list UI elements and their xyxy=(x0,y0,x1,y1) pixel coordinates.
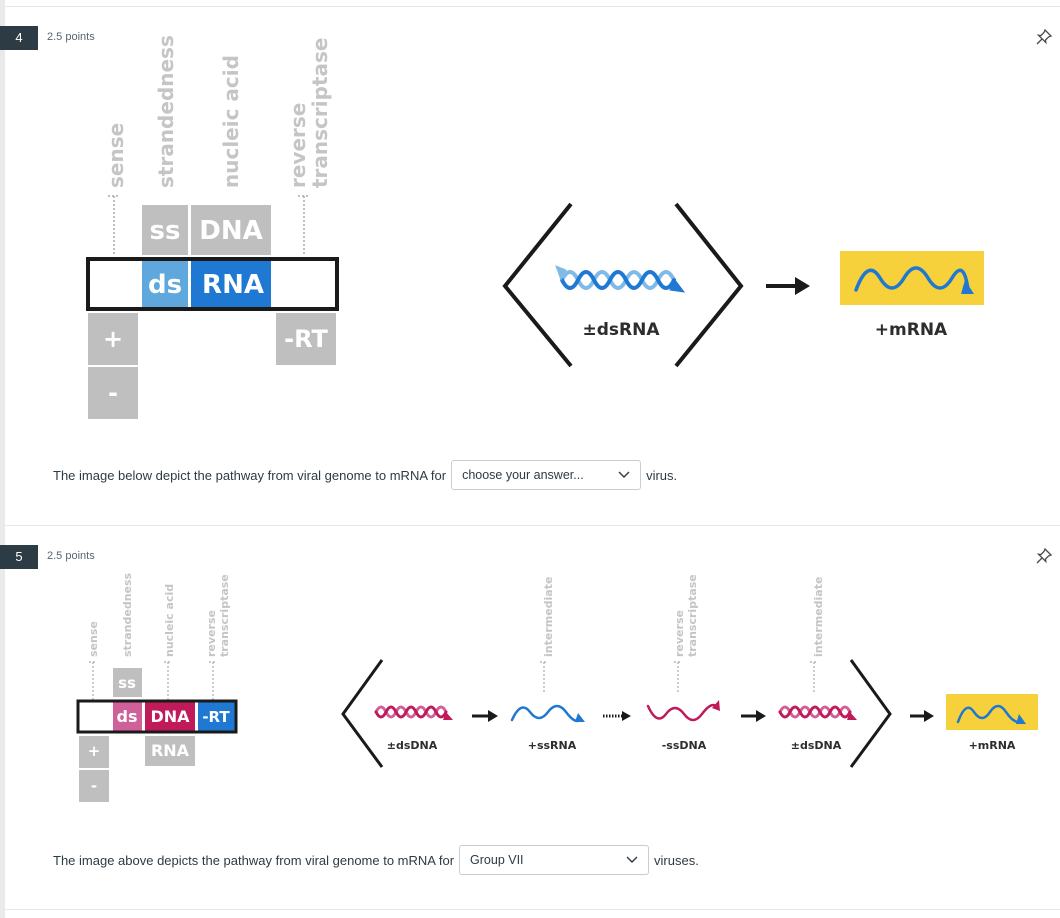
question-4-figure: sense strandedness nucleic acid reverse … xyxy=(86,35,984,419)
ssrna-wave-icon xyxy=(510,704,585,723)
question-separator xyxy=(5,525,1060,526)
label-nucleic-acid: nucleic acid xyxy=(219,55,243,188)
answer-select[interactable]: Group VII xyxy=(459,845,650,875)
pin-icon[interactable] xyxy=(1035,28,1053,46)
pathway-label-1: +ssRNA xyxy=(528,739,577,752)
label-intermediate-1: intermediate xyxy=(542,577,555,657)
bracket-right xyxy=(849,659,892,768)
question-5-figure: sense strandedness nucleic acid reverse … xyxy=(76,572,1038,802)
label-reverse: reverse xyxy=(286,103,310,188)
cell-dna: DNA xyxy=(199,216,262,246)
cell-minus: - xyxy=(108,379,118,407)
cell-plus: + xyxy=(103,325,123,353)
question-5-sentence: The image above depicts the pathway from… xyxy=(53,845,699,875)
pathway-label-2: -ssDNA xyxy=(662,739,707,752)
points-label: 2.5 points xyxy=(47,31,95,43)
dsdna-helix-icon xyxy=(374,705,453,720)
left-rule xyxy=(0,0,5,918)
cell-rt: -RT xyxy=(284,325,328,353)
bracket-left xyxy=(502,202,573,368)
question-number-badge: 4 xyxy=(0,26,38,50)
arrow-right-icon xyxy=(472,710,498,722)
select-value: Group VII xyxy=(470,853,524,867)
label-strandedness: strandedness xyxy=(154,35,178,188)
question-number-badge: 5 xyxy=(0,545,38,569)
cell-ds: ds xyxy=(117,707,138,726)
label-transcriptase: transcriptase xyxy=(308,38,332,188)
label-intermediate-2: intermediate xyxy=(812,577,825,657)
ssdna-wave-icon xyxy=(646,700,720,722)
sentence-before: The image below depict the pathway from … xyxy=(53,467,447,483)
bracket-right xyxy=(674,202,744,368)
cell-ss: ss xyxy=(150,216,181,246)
label-sense: sense xyxy=(87,621,100,657)
dsrna-helix-icon xyxy=(555,265,686,293)
chevron-down-icon xyxy=(626,856,638,863)
arrow-right-icon-3 xyxy=(910,710,934,722)
label-sense: sense xyxy=(104,123,128,188)
arrow-right-icon xyxy=(766,277,810,295)
label-nucleic-acid: nucleic acid xyxy=(163,584,176,657)
bottom-separator xyxy=(5,909,1060,910)
cell-rna: RNA xyxy=(202,270,264,300)
label-strandedness: strandedness xyxy=(121,572,134,657)
pathway-label-0: ±dsDNA xyxy=(387,739,438,752)
arrow-right-icon-2 xyxy=(741,710,766,722)
sentence-after: virus. xyxy=(646,467,678,483)
label-reverse: reverse xyxy=(205,610,218,657)
mrna-wave-icon xyxy=(854,266,974,294)
dotted-arrow-right-icon xyxy=(603,711,631,721)
pin-icon[interactable] xyxy=(1035,547,1053,565)
cell-rna: RNA xyxy=(151,741,190,760)
pathway-label-0: ±dsRNA xyxy=(582,320,660,340)
label-reverse-2: reverse xyxy=(673,610,686,657)
cell-ss: ss xyxy=(118,674,136,692)
cell-minus: - xyxy=(91,777,97,795)
answer-select[interactable]: choose your answer... xyxy=(451,460,642,490)
cell-ds: ds xyxy=(148,270,182,300)
cell-dna: DNA xyxy=(150,707,190,726)
pathway-label-1: +mRNA xyxy=(875,320,948,340)
points-label: 2.5 points xyxy=(47,550,95,562)
pathway-label-4: +mRNA xyxy=(969,739,1016,752)
cell-plus: + xyxy=(88,742,101,760)
label-transcriptase-2: transcriptase xyxy=(686,574,699,657)
cell-rt: -RT xyxy=(202,708,230,726)
chevron-down-icon xyxy=(618,471,630,478)
pathway-label-3: ±dsDNA xyxy=(791,739,842,752)
select-value: choose your answer... xyxy=(462,468,584,482)
sentence-after: viruses. xyxy=(654,852,699,868)
top-separator xyxy=(5,6,1060,7)
bracket-left xyxy=(341,659,384,768)
dsdna-helix-icon-2 xyxy=(778,705,857,720)
sentence-before: The image above depicts the pathway from… xyxy=(53,852,455,868)
mrna-wave-icon xyxy=(956,704,1026,724)
question-4-sentence: The image below depict the pathway from … xyxy=(53,460,677,490)
label-transcriptase: transcriptase xyxy=(218,574,231,657)
